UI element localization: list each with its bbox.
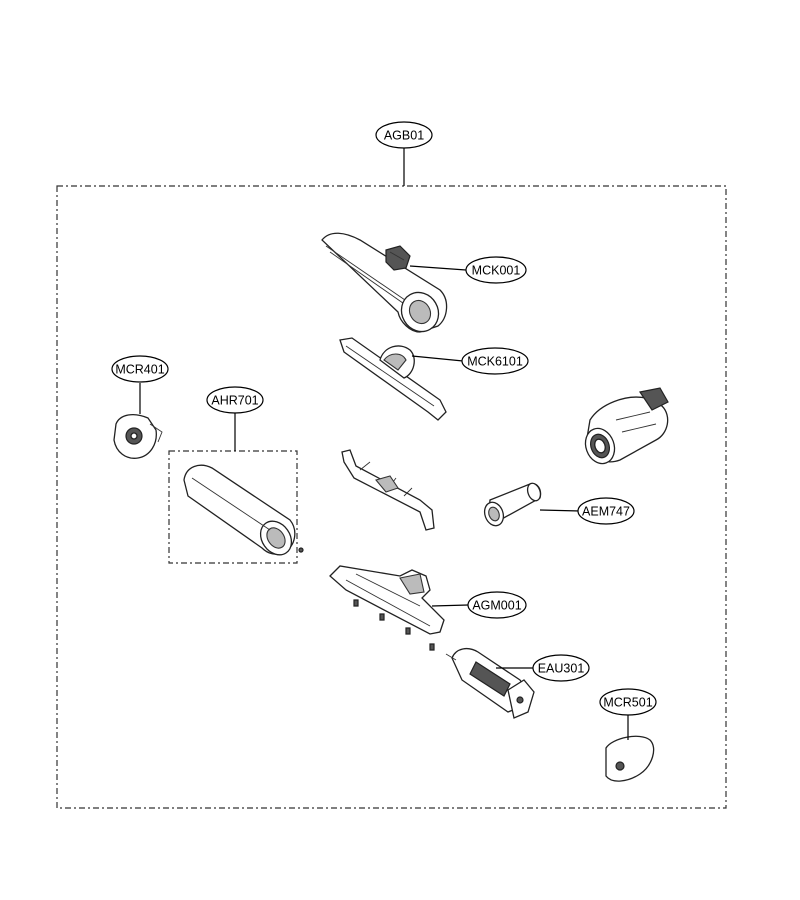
label-aem747[interactable]: AEM747 [577, 497, 635, 525]
part-mcr401[interactable] [113, 383, 163, 459]
part-eau301[interactable] [445, 647, 535, 719]
svg-text:AEM747: AEM747 [582, 505, 630, 519]
label-ahr701[interactable]: AHR701 [206, 386, 264, 414]
svg-text:MCR501: MCR501 [603, 696, 652, 710]
label-mcr401[interactable]: MCR401 [111, 355, 169, 383]
svg-text:EAU301: EAU301 [538, 662, 585, 676]
svg-text:AHR701: AHR701 [211, 394, 258, 408]
label-mck001[interactable]: MCK001 [465, 256, 527, 284]
label-mcr501[interactable]: MCR501 [599, 688, 657, 716]
label-agm001[interactable]: AGM001 [467, 591, 527, 619]
part-head-joint [584, 387, 669, 465]
svg-text:AGB01: AGB01 [384, 129, 424, 143]
label-eau301[interactable]: EAU301 [532, 654, 590, 682]
svg-text:MCR401: MCR401 [115, 363, 164, 377]
part-nozzle-frame [341, 449, 435, 531]
label-agb01[interactable]: AGB01 [375, 121, 433, 149]
part-mck6101[interactable] [339, 337, 464, 421]
part-agm001[interactable] [329, 565, 469, 651]
part-ahr701[interactable] [168, 413, 304, 564]
svg-text:AGM001: AGM001 [472, 599, 521, 613]
label-mck6101[interactable]: MCK6101 [461, 347, 529, 375]
part-mcr501[interactable] [605, 715, 655, 782]
part-aem747[interactable] [481, 481, 581, 528]
screw-icon [353, 599, 435, 651]
assembly-boundary [56, 148, 727, 809]
part-mck001[interactable] [321, 232, 467, 338]
svg-text:MCK6101: MCK6101 [467, 355, 523, 369]
svg-text:MCK001: MCK001 [472, 264, 521, 278]
